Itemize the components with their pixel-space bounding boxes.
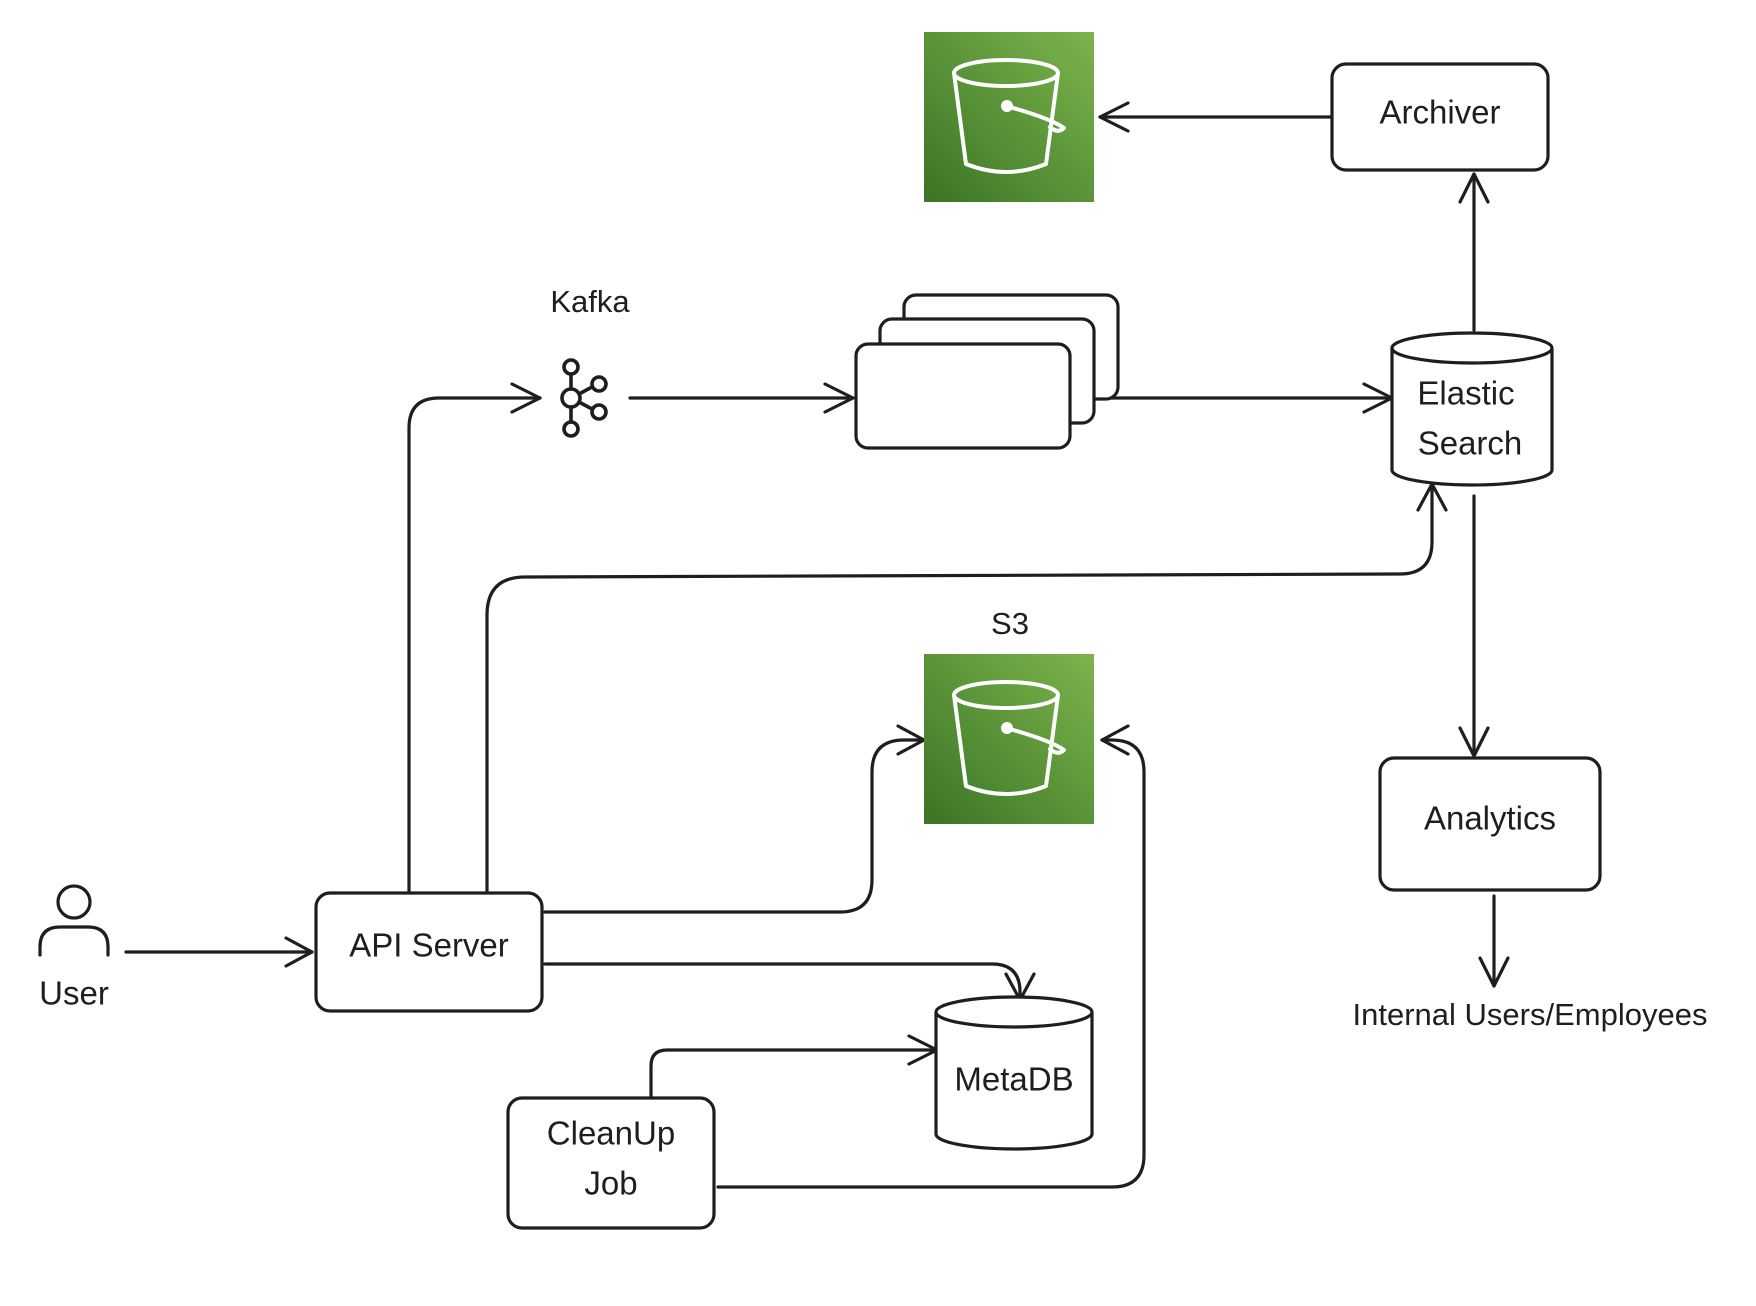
metadb-node[interactable]: MetaDB — [934, 995, 1094, 1151]
archiver-node[interactable]: Archiver — [1330, 62, 1550, 172]
kafka-node: Kafka — [550, 284, 630, 438]
api-server-label: API Server — [349, 927, 509, 964]
consumer-stack — [854, 293, 1120, 450]
consumer-box[interactable] — [854, 342, 1072, 450]
edge-api-kafka — [407, 396, 542, 895]
edge-api-elastic — [485, 482, 1434, 895]
s3-node: S3 — [924, 606, 1094, 824]
arrowhead — [823, 382, 855, 414]
edge-cleanup-metadb — [649, 1048, 939, 1100]
archiver-label: Archiver — [1379, 94, 1500, 131]
user-icon — [38, 884, 110, 957]
arrowhead — [284, 936, 314, 968]
elastic-label-line1: Elastic — [1417, 375, 1514, 412]
edge-cleanup-s3 — [716, 738, 1146, 1189]
arrowhead — [1478, 956, 1510, 988]
s3-label: S3 — [991, 606, 1029, 641]
arrowhead — [1100, 724, 1130, 756]
arrowhead — [510, 382, 542, 414]
cleanup-job-node[interactable]: CleanUp Job — [506, 1096, 716, 1230]
user-node: User — [38, 884, 110, 1012]
elastic-search-node[interactable]: Elastic Search — [1390, 331, 1554, 487]
kafka-icon — [560, 358, 608, 438]
metadb-label: MetaDB — [954, 1061, 1073, 1098]
analytics-label: Analytics — [1424, 800, 1556, 837]
kafka-label: Kafka — [550, 284, 630, 319]
cleanup-label-line1: CleanUp — [547, 1115, 675, 1152]
user-label: User — [39, 975, 109, 1012]
arrowhead — [1458, 172, 1490, 204]
arrowhead — [1458, 726, 1490, 758]
edge-api-s3 — [543, 738, 926, 914]
archive-bucket — [924, 32, 1094, 202]
cleanup-label-line2: Job — [584, 1165, 637, 1202]
arrowhead — [1098, 101, 1130, 133]
elastic-label-line2: Search — [1418, 425, 1523, 462]
internal-users-label: Internal Users/Employees — [1353, 997, 1708, 1032]
connectors — [124, 101, 1510, 1189]
analytics-node[interactable]: Analytics — [1378, 756, 1602, 892]
api-server-node[interactable]: API Server — [314, 891, 544, 1013]
s3-bucket-icon — [952, 58, 1066, 174]
s3-bucket-icon — [952, 680, 1066, 796]
edge-api-metadb — [543, 962, 1022, 1002]
